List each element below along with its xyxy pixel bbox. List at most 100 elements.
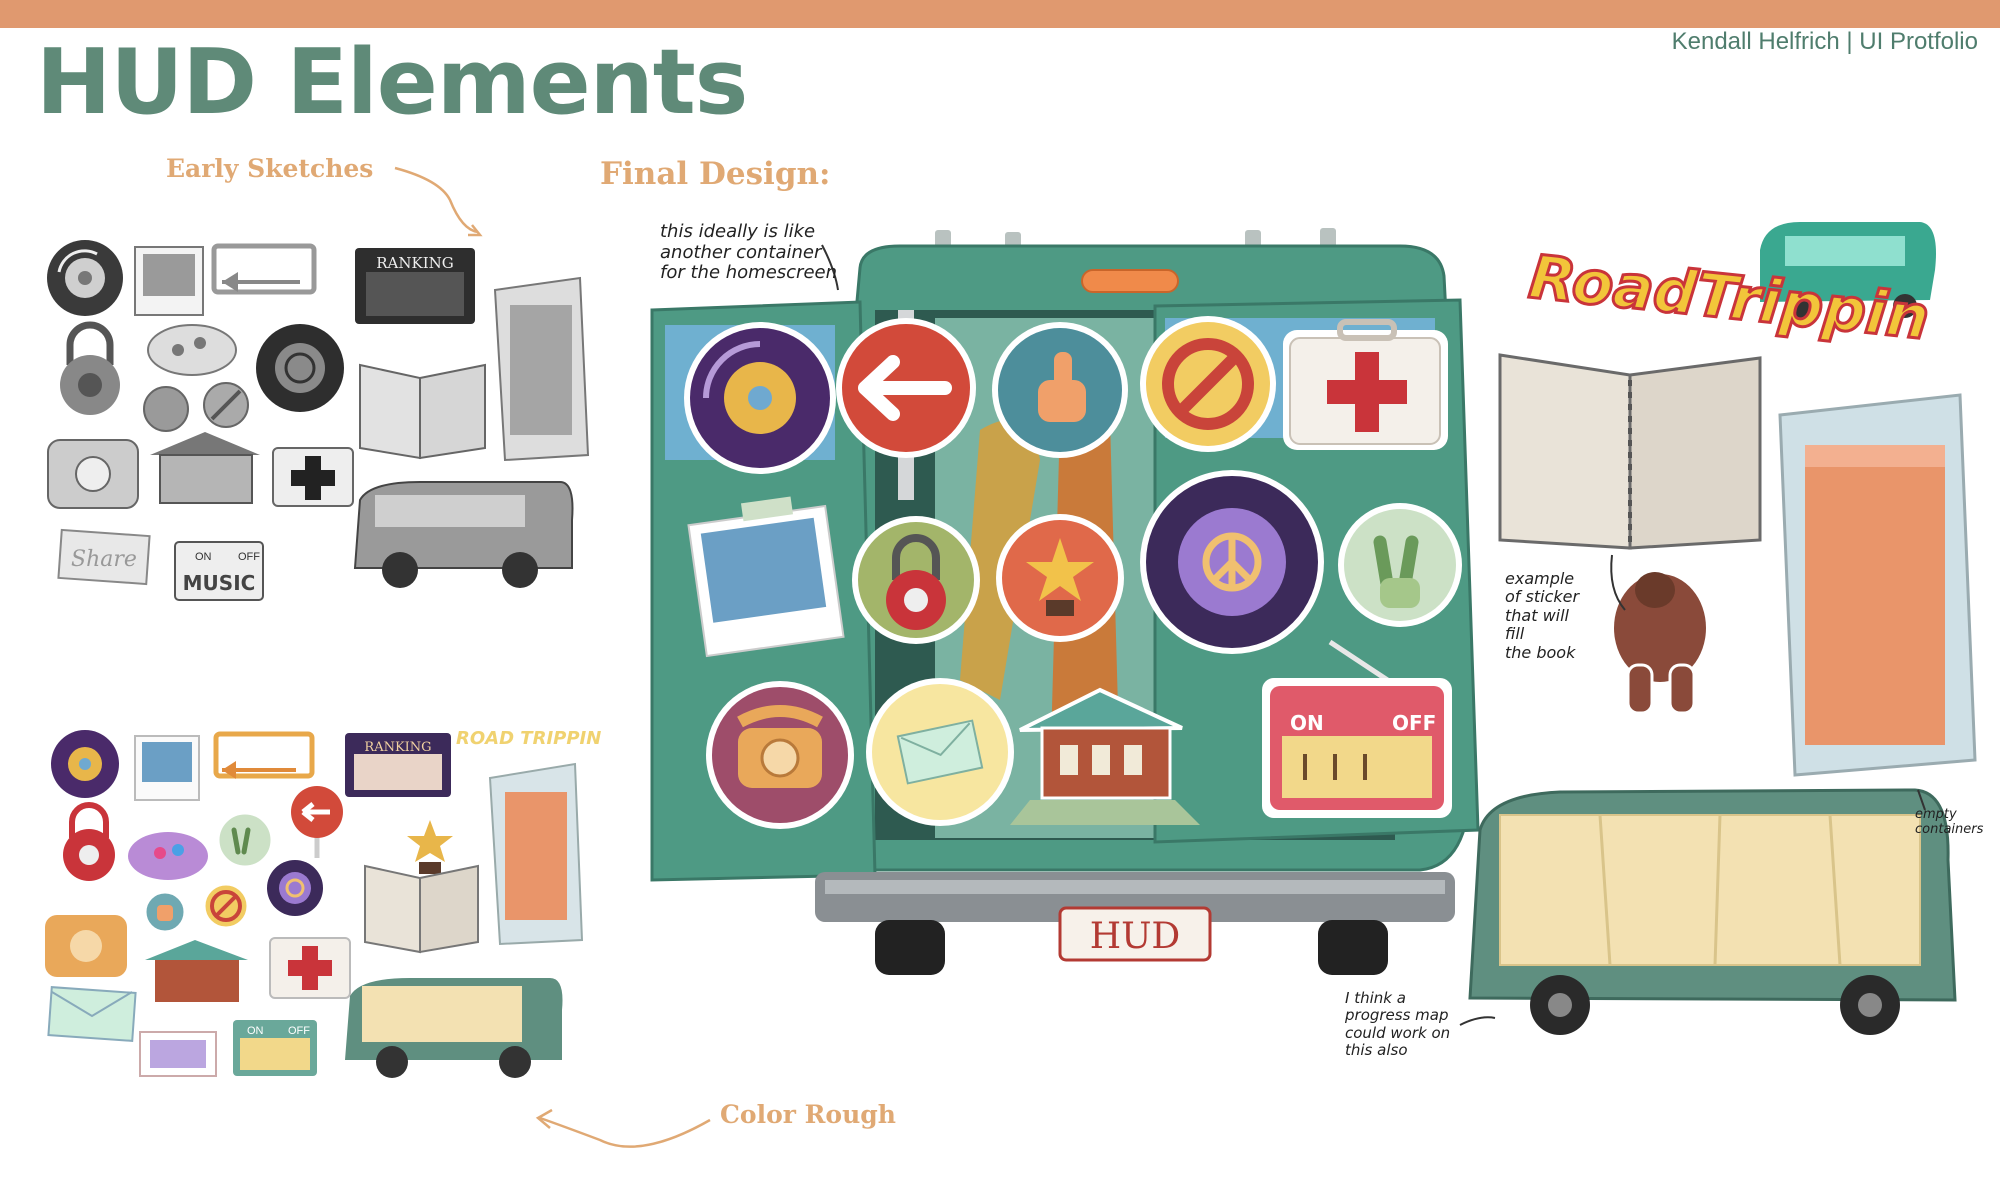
peace-hand-icon bbox=[143, 386, 189, 432]
no-sign-icon[interactable] bbox=[1140, 316, 1276, 452]
house-icon[interactable] bbox=[1010, 687, 1200, 825]
radio-icon: ON OFF bbox=[233, 1020, 317, 1076]
house-icon bbox=[145, 940, 248, 1002]
note-line: I think a bbox=[1345, 989, 1406, 1007]
brochure-icon[interactable] bbox=[1778, 393, 1977, 777]
bigfoot-icon[interactable] bbox=[1608, 568, 1712, 715]
share-card-icon: Share bbox=[57, 528, 151, 586]
map-van-icon[interactable] bbox=[1468, 788, 1957, 1035]
license-plate-text: HUD bbox=[1090, 916, 1181, 957]
empty-note-arrow bbox=[1917, 789, 1926, 811]
peace-gear-icon[interactable] bbox=[1140, 470, 1324, 654]
peace-hand-icon[interactable] bbox=[1338, 503, 1462, 627]
house-icon bbox=[150, 432, 260, 504]
journal-sketch bbox=[359, 363, 486, 460]
sticker-note-arrow bbox=[1610, 554, 1626, 611]
logo-small: ROAD TRIPPIN bbox=[456, 728, 601, 749]
ranking-text: RANKING bbox=[376, 254, 454, 272]
note-line: fill bbox=[1505, 624, 1525, 644]
note-line: that will bbox=[1505, 605, 1569, 625]
thumbs-up-icon[interactable] bbox=[992, 322, 1128, 458]
letter-icon[interactable] bbox=[866, 678, 1014, 826]
page-title: HUD Elements bbox=[36, 30, 748, 135]
no-sign-icon bbox=[202, 882, 250, 930]
radio-off-text: OFF bbox=[288, 1025, 310, 1037]
arrow-sign-icon bbox=[211, 243, 317, 295]
early-sketches-label: Early Sketches bbox=[166, 154, 374, 183]
radio-off-text: OFF bbox=[238, 551, 260, 563]
brochure-icon bbox=[488, 762, 584, 946]
note-sticker: example of sticker that will fill the bo… bbox=[1505, 569, 1580, 662]
phone-icon bbox=[45, 915, 127, 977]
container-note-arrow bbox=[821, 244, 839, 291]
color-rough-group: RANKING ROAD TRIPPIN ON OFF bbox=[45, 728, 601, 1078]
radio-on-text: ON bbox=[247, 1025, 264, 1037]
ranking-card-icon bbox=[139, 1031, 217, 1077]
note-container: this ideally is like another container f… bbox=[660, 221, 837, 284]
record-icon[interactable] bbox=[684, 322, 836, 474]
van-logo-icon bbox=[1760, 222, 1936, 318]
note-line: for the homescreen bbox=[660, 262, 837, 284]
ranking-board-icon: RANKING bbox=[345, 733, 451, 797]
phone-icon bbox=[47, 439, 139, 509]
phone-icon[interactable] bbox=[706, 681, 854, 829]
music-text: MUSIC bbox=[183, 571, 256, 595]
record-icon bbox=[51, 730, 119, 798]
photo-icon[interactable] bbox=[687, 496, 845, 658]
peace-gear-icon bbox=[256, 324, 344, 412]
van-map-icon bbox=[345, 978, 563, 1078]
lock-icon bbox=[63, 802, 115, 881]
early-sketches-group: RANKING Share ON OFF MUSIC bbox=[45, 238, 590, 601]
note-line: another container bbox=[660, 241, 822, 263]
journal-icon[interactable] bbox=[1498, 353, 1762, 550]
thumbs-up-icon bbox=[143, 890, 187, 934]
peace-gear-icon bbox=[267, 860, 323, 916]
peace-hand-icon bbox=[216, 811, 274, 869]
no-sign-icon bbox=[203, 382, 249, 428]
arrow-sign-icon[interactable] bbox=[836, 310, 976, 500]
portfolio-credit: Kendall Helfrich | UI Protfolio bbox=[1671, 28, 1978, 55]
note-line: empty bbox=[1915, 807, 1957, 822]
lock-icon bbox=[60, 321, 120, 415]
music-radio-icon: ON OFF MUSIC bbox=[174, 541, 264, 601]
arrow-badge-icon bbox=[291, 786, 343, 858]
lock-icon[interactable] bbox=[852, 516, 980, 644]
arrow-doodle-sketch-head bbox=[468, 224, 483, 237]
note-line: containers bbox=[1915, 821, 1984, 837]
note-line: example bbox=[1505, 569, 1575, 588]
first-aid-icon bbox=[272, 447, 354, 507]
photo-icon bbox=[134, 735, 200, 801]
arrow-doodle-color bbox=[539, 1116, 711, 1148]
ranking-board-icon: RANKING bbox=[355, 248, 475, 324]
photo-icon bbox=[134, 246, 204, 316]
arrow-sign-icon bbox=[213, 731, 315, 779]
arrow-doodle-sketch bbox=[394, 166, 479, 234]
first-aid-icon[interactable] bbox=[1283, 319, 1448, 450]
letter-icon bbox=[47, 986, 137, 1042]
share-text: Share bbox=[71, 547, 137, 572]
note-line: this also bbox=[1345, 1040, 1408, 1059]
radio-on-text: ON bbox=[1290, 711, 1324, 735]
record-icon bbox=[45, 238, 125, 318]
note-map: I think a progress map could work on thi… bbox=[1345, 989, 1451, 1059]
note-line: could work on bbox=[1345, 1023, 1451, 1042]
van-sketch bbox=[353, 481, 574, 588]
note-line: the book bbox=[1505, 642, 1576, 662]
final-design-label: Final Design: bbox=[600, 156, 831, 192]
map-note-arrow bbox=[1459, 1016, 1496, 1026]
radio-on-text: ON bbox=[195, 551, 212, 563]
radio-icon[interactable]: ON OFF bbox=[1262, 639, 1452, 818]
trophy-icon bbox=[407, 820, 453, 874]
palette-icon bbox=[128, 832, 208, 880]
trophy-icon[interactable] bbox=[996, 514, 1124, 642]
brochure-sketch bbox=[493, 276, 590, 462]
note-line: of sticker bbox=[1505, 587, 1580, 607]
note-empty: empty containers bbox=[1915, 807, 1984, 838]
radio-off-text: OFF bbox=[1392, 711, 1436, 735]
first-aid-icon bbox=[269, 937, 351, 999]
arrow-doodle-color-head bbox=[535, 1108, 553, 1129]
note-line: progress map bbox=[1345, 1006, 1449, 1025]
journal-icon bbox=[364, 864, 479, 954]
note-line: this ideally is like bbox=[660, 221, 816, 242]
